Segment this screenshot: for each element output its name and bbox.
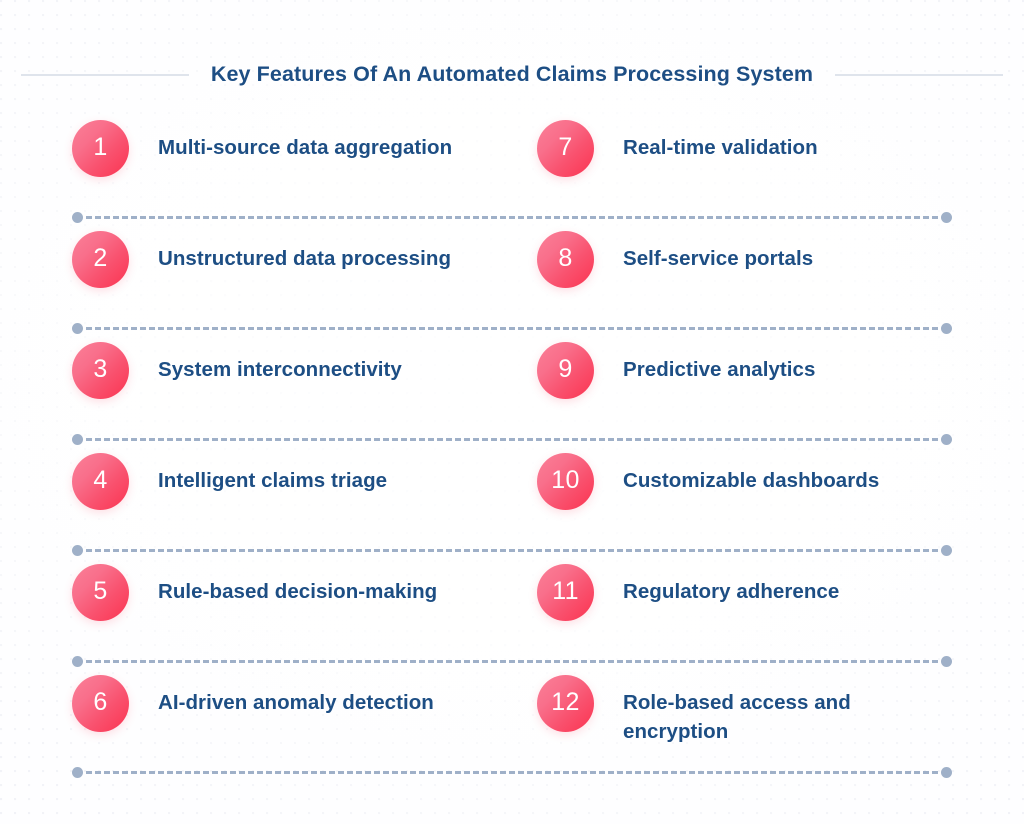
badge-number: 4 xyxy=(93,466,108,494)
feature-label: Role-based access and encryption xyxy=(623,691,851,744)
feature-item-1[interactable]: 1 Multi-source data aggregation xyxy=(72,112,512,177)
row-separator xyxy=(72,323,952,334)
feature-label: System interconnectivity xyxy=(158,358,402,381)
row-separator xyxy=(72,656,952,667)
row-separator xyxy=(72,434,952,445)
feature-label: Intelligent claims triage xyxy=(158,469,388,492)
feature-label: Real-time validation xyxy=(623,136,818,159)
separator-dot-left xyxy=(72,212,83,223)
feature-label: Self-service portals xyxy=(623,247,814,270)
feature-item-11[interactable]: 11 Regulatory adherence xyxy=(512,556,952,621)
feature-item-5[interactable]: 5 Rule-based decision-making xyxy=(72,556,512,621)
feature-label: AI-driven anomaly detection xyxy=(158,691,434,714)
badge-number: 8 xyxy=(558,244,573,272)
badge-number: 11 xyxy=(552,577,579,605)
separator-dot-right xyxy=(941,212,952,223)
row-separator xyxy=(72,767,952,778)
feature-item-3[interactable]: 3 System interconnectivity xyxy=(72,334,512,399)
number-badge: 2 xyxy=(72,231,129,288)
separator-dot-left xyxy=(72,323,83,334)
feature-row: 6 AI-driven anomaly detection 12 Role-ba… xyxy=(72,667,952,778)
badge-number: 12 xyxy=(551,688,580,716)
separator-dot-left xyxy=(72,434,83,445)
feature-label: Regulatory adherence xyxy=(623,580,840,603)
number-badge: 12 xyxy=(537,675,594,732)
badge-number: 3 xyxy=(93,355,108,383)
page-title: Key Features Of An Automated Claims Proc… xyxy=(210,62,814,86)
separator-dot-right xyxy=(941,434,952,445)
separator-dashed-line xyxy=(86,216,938,219)
feature-label: Rule-based decision-making xyxy=(158,580,438,603)
number-badge: 11 xyxy=(537,564,594,621)
title-bar: Key Features Of An Automated Claims Proc… xyxy=(0,62,1024,87)
number-badge: 7 xyxy=(537,120,594,177)
feature-item-12[interactable]: 12 Role-based access and encryption xyxy=(512,667,952,747)
feature-label: Multi-source data aggregation xyxy=(158,136,453,159)
separator-dot-left xyxy=(72,545,83,556)
feature-item-6[interactable]: 6 AI-driven anomaly detection xyxy=(72,667,512,747)
feature-item-8[interactable]: 8 Self-service portals xyxy=(512,223,952,288)
separator-dashed-line xyxy=(86,549,938,552)
badge-number: 10 xyxy=(551,466,580,494)
number-badge: 4 xyxy=(72,453,129,510)
feature-row: 2 Unstructured data processing 8 Self-se… xyxy=(72,223,952,334)
feature-row: 5 Rule-based decision-making 11 Regulato… xyxy=(72,556,952,667)
separator-dot-left xyxy=(72,656,83,667)
number-badge: 10 xyxy=(537,453,594,510)
separator-dashed-line xyxy=(86,660,938,663)
separator-dot-right xyxy=(941,323,952,334)
number-badge: 3 xyxy=(72,342,129,399)
number-badge: 8 xyxy=(537,231,594,288)
badge-number: 9 xyxy=(558,355,573,383)
number-badge: 9 xyxy=(537,342,594,399)
badge-number: 5 xyxy=(93,577,108,605)
feature-label: Predictive analytics xyxy=(623,358,816,381)
feature-row: 4 Intelligent claims triage 10 Customiza… xyxy=(72,445,952,556)
title-rule-right xyxy=(835,73,1004,76)
feature-item-9[interactable]: 9 Predictive analytics xyxy=(512,334,952,399)
row-separator xyxy=(72,545,952,556)
feature-row: 1 Multi-source data aggregation 7 Real-t… xyxy=(72,112,952,223)
number-badge: 6 xyxy=(72,675,129,732)
feature-item-10[interactable]: 10 Customizable dashboards xyxy=(512,445,952,510)
badge-number: 7 xyxy=(558,133,573,161)
feature-row: 3 System interconnectivity 9 Predictive … xyxy=(72,334,952,445)
badge-number: 2 xyxy=(93,244,108,272)
separator-dot-right xyxy=(941,656,952,667)
separator-dot-right xyxy=(941,767,952,778)
title-rule-left xyxy=(20,73,189,76)
separator-dashed-line xyxy=(86,327,938,330)
badge-number: 1 xyxy=(93,133,108,161)
number-badge: 5 xyxy=(72,564,129,621)
separator-dashed-line xyxy=(86,438,938,441)
feature-item-2[interactable]: 2 Unstructured data processing xyxy=(72,223,512,288)
feature-item-7[interactable]: 7 Real-time validation xyxy=(512,112,952,177)
feature-label: Customizable dashboards xyxy=(623,469,880,492)
feature-label: Unstructured data processing xyxy=(158,247,452,270)
row-separator xyxy=(72,212,952,223)
number-badge: 1 xyxy=(72,120,129,177)
separator-dashed-line xyxy=(86,771,938,774)
separator-dot-left xyxy=(72,767,83,778)
badge-number: 6 xyxy=(93,688,108,716)
separator-dot-right xyxy=(941,545,952,556)
feature-grid: 1 Multi-source data aggregation 7 Real-t… xyxy=(72,112,952,778)
feature-item-4[interactable]: 4 Intelligent claims triage xyxy=(72,445,512,510)
